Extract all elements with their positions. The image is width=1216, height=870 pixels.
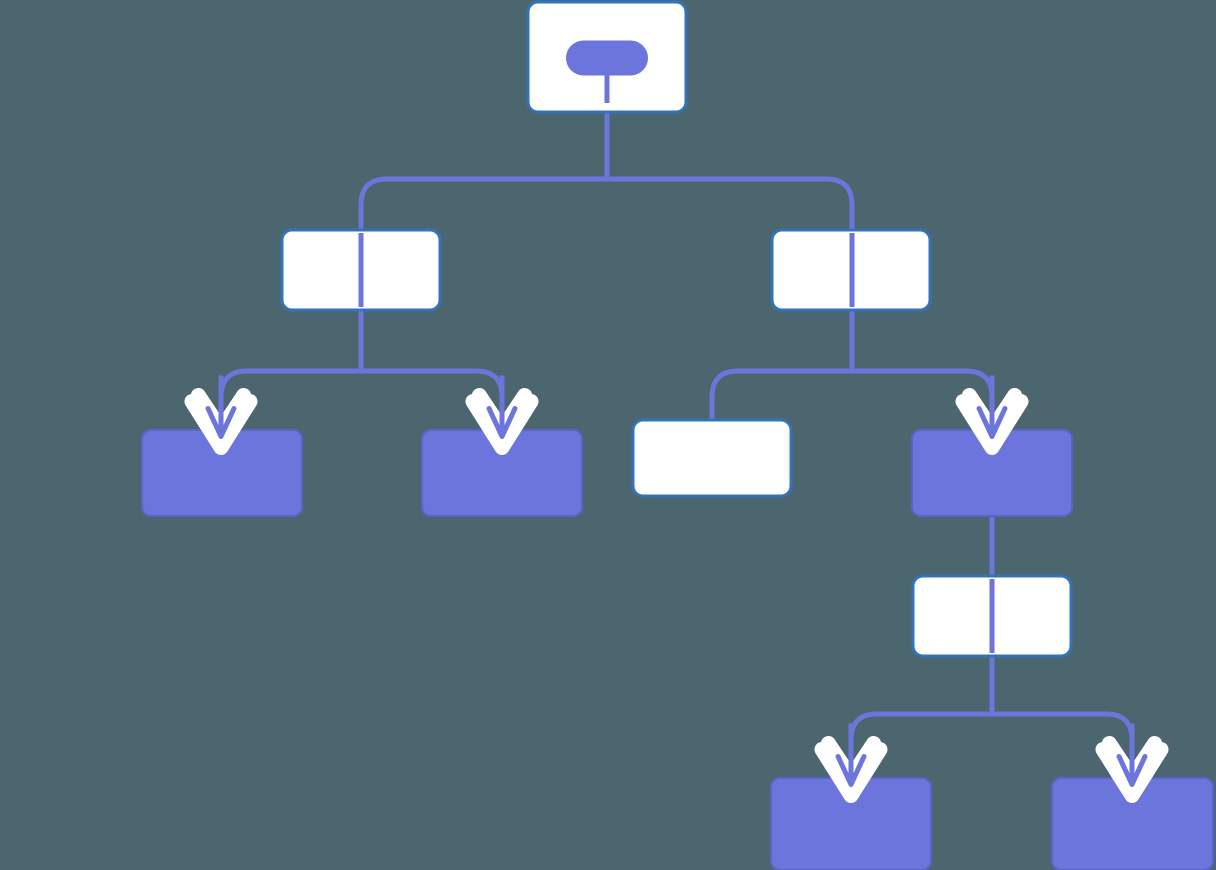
chevron-stroke bbox=[465, 393, 539, 455]
root-icon-layer bbox=[566, 40, 648, 103]
connector-arrowhead bbox=[205, 405, 237, 439]
chevron-stroke bbox=[955, 393, 1029, 455]
chevron-down-icon bbox=[1095, 723, 1169, 803]
connector-arrowhead bbox=[835, 753, 867, 787]
chevron-stroke bbox=[184, 393, 258, 455]
edge-root-to-branch-right bbox=[604, 112, 855, 310]
chevron-down-icon bbox=[184, 375, 258, 455]
chevron-stroke bbox=[814, 741, 888, 803]
nodes-layer bbox=[141, 0, 1214, 870]
connector-arrowhead bbox=[1116, 753, 1148, 787]
connector-arrowhead bbox=[976, 405, 1008, 439]
chevron-stroke bbox=[1095, 741, 1169, 803]
edge-branch-right-to-empty-c bbox=[709, 310, 855, 420]
connector-arrowhead bbox=[486, 405, 518, 439]
empty-node-c[interactable] bbox=[631, 418, 793, 498]
edge-root-to-branch-left bbox=[358, 112, 610, 310]
chevron-down-icon bbox=[955, 375, 1029, 455]
pass-through-lines-layer bbox=[358, 233, 995, 653]
chevron-down-icon bbox=[814, 723, 888, 803]
chevron-down-icon bbox=[465, 375, 539, 455]
chevron-markers-layer bbox=[184, 375, 1169, 803]
